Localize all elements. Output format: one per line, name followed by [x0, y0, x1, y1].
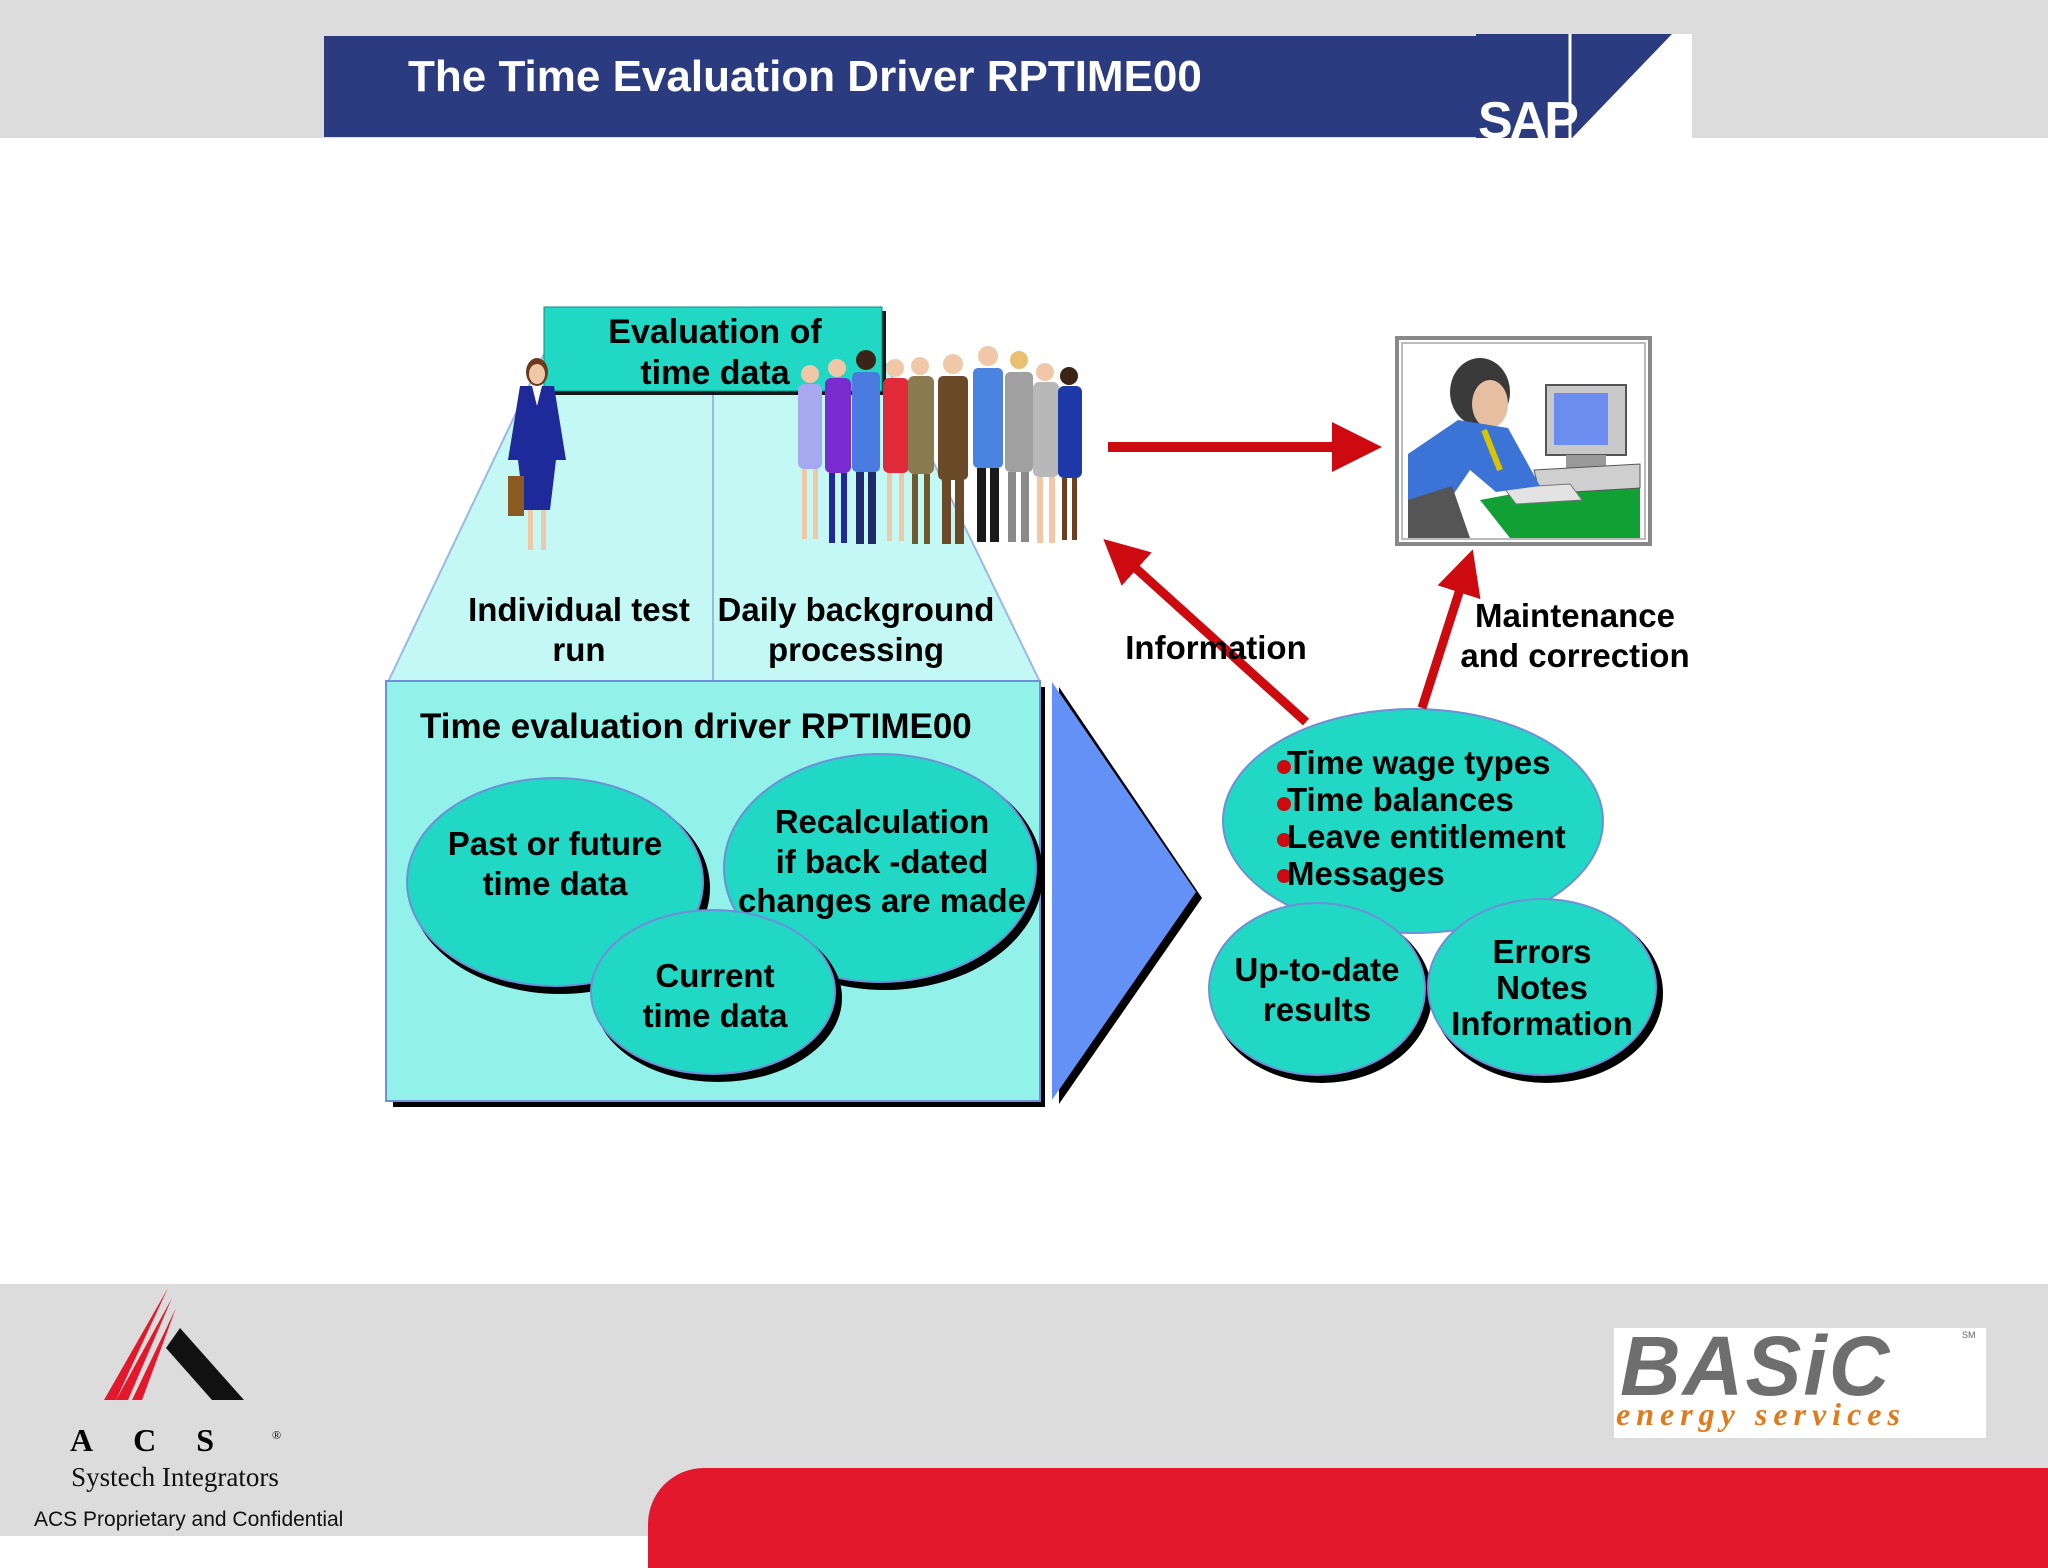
crowd-figure	[798, 346, 1082, 544]
result-item-messages: Messages	[1287, 855, 1445, 892]
arrow-maintenance	[1417, 549, 1481, 710]
acs-letters: ACS	[70, 1422, 255, 1458]
information-label: Information	[1125, 629, 1307, 666]
acs-subtitle: Systech Integrators	[71, 1462, 279, 1492]
arrow-information	[1103, 538, 1310, 726]
ellipse-recalc-label: Recalculation if back -dated changes are…	[738, 803, 1026, 920]
uptodate-label: Up-to-date results	[1234, 951, 1400, 1028]
acs-logo-mark	[104, 1288, 244, 1400]
results-bullets	[1277, 760, 1291, 883]
ellipse-uptodate	[1208, 902, 1426, 1076]
result-item-wage-types: Time wage types	[1287, 744, 1551, 781]
maintenance-label: Maintenance and correction	[1460, 597, 1690, 674]
time-evaluation-diagram	[385, 306, 1663, 1107]
basic-sm-mark: SM	[1962, 1330, 1976, 1340]
page-title: The Time Evaluation Driver RPTIME00	[408, 52, 1202, 101]
ellipse-errors	[1427, 898, 1657, 1076]
sap-logo: SAP	[1476, 34, 1692, 138]
driver-title: Time evaluation driver RPTIME00	[420, 707, 972, 746]
ellipse-recalculation	[723, 753, 1037, 983]
basic-logo-tagline: energy services	[1616, 1396, 1906, 1432]
basic-logo	[1614, 1328, 1986, 1438]
result-item-balances: Time balances	[1287, 781, 1514, 818]
output-triangle	[1052, 682, 1196, 1100]
acs-registered-mark: ®	[272, 1428, 282, 1442]
ellipse-results	[1222, 708, 1604, 934]
sap-logo-text: SAP	[1478, 92, 1577, 138]
title-bar	[324, 36, 1690, 137]
results-list: Time wage types Time balances Leave enti…	[1287, 744, 1597, 892]
evaluation-box	[543, 306, 883, 392]
errors-label: Errors Notes Information	[1451, 933, 1633, 1042]
daily-background-label: Daily background processing	[717, 591, 995, 668]
basic-logo-name: BASiC	[1620, 1319, 1892, 1413]
footer-red-band	[648, 1468, 2048, 1568]
individual-test-run-label: Individual test run	[468, 591, 690, 668]
ellipse-current-label: Current time data	[642, 957, 788, 1034]
computer-user-picture	[1395, 336, 1652, 546]
result-item-leave: Leave entitlement	[1287, 818, 1566, 855]
confidential-notice: ACS Proprietary and Confidential	[34, 1508, 344, 1531]
ellipse-past-label: Past or future time data	[447, 825, 663, 902]
ellipse-current	[590, 909, 836, 1075]
businesswoman-figure	[508, 358, 566, 550]
evaluation-box-label: Evaluation of time data	[608, 313, 822, 392]
